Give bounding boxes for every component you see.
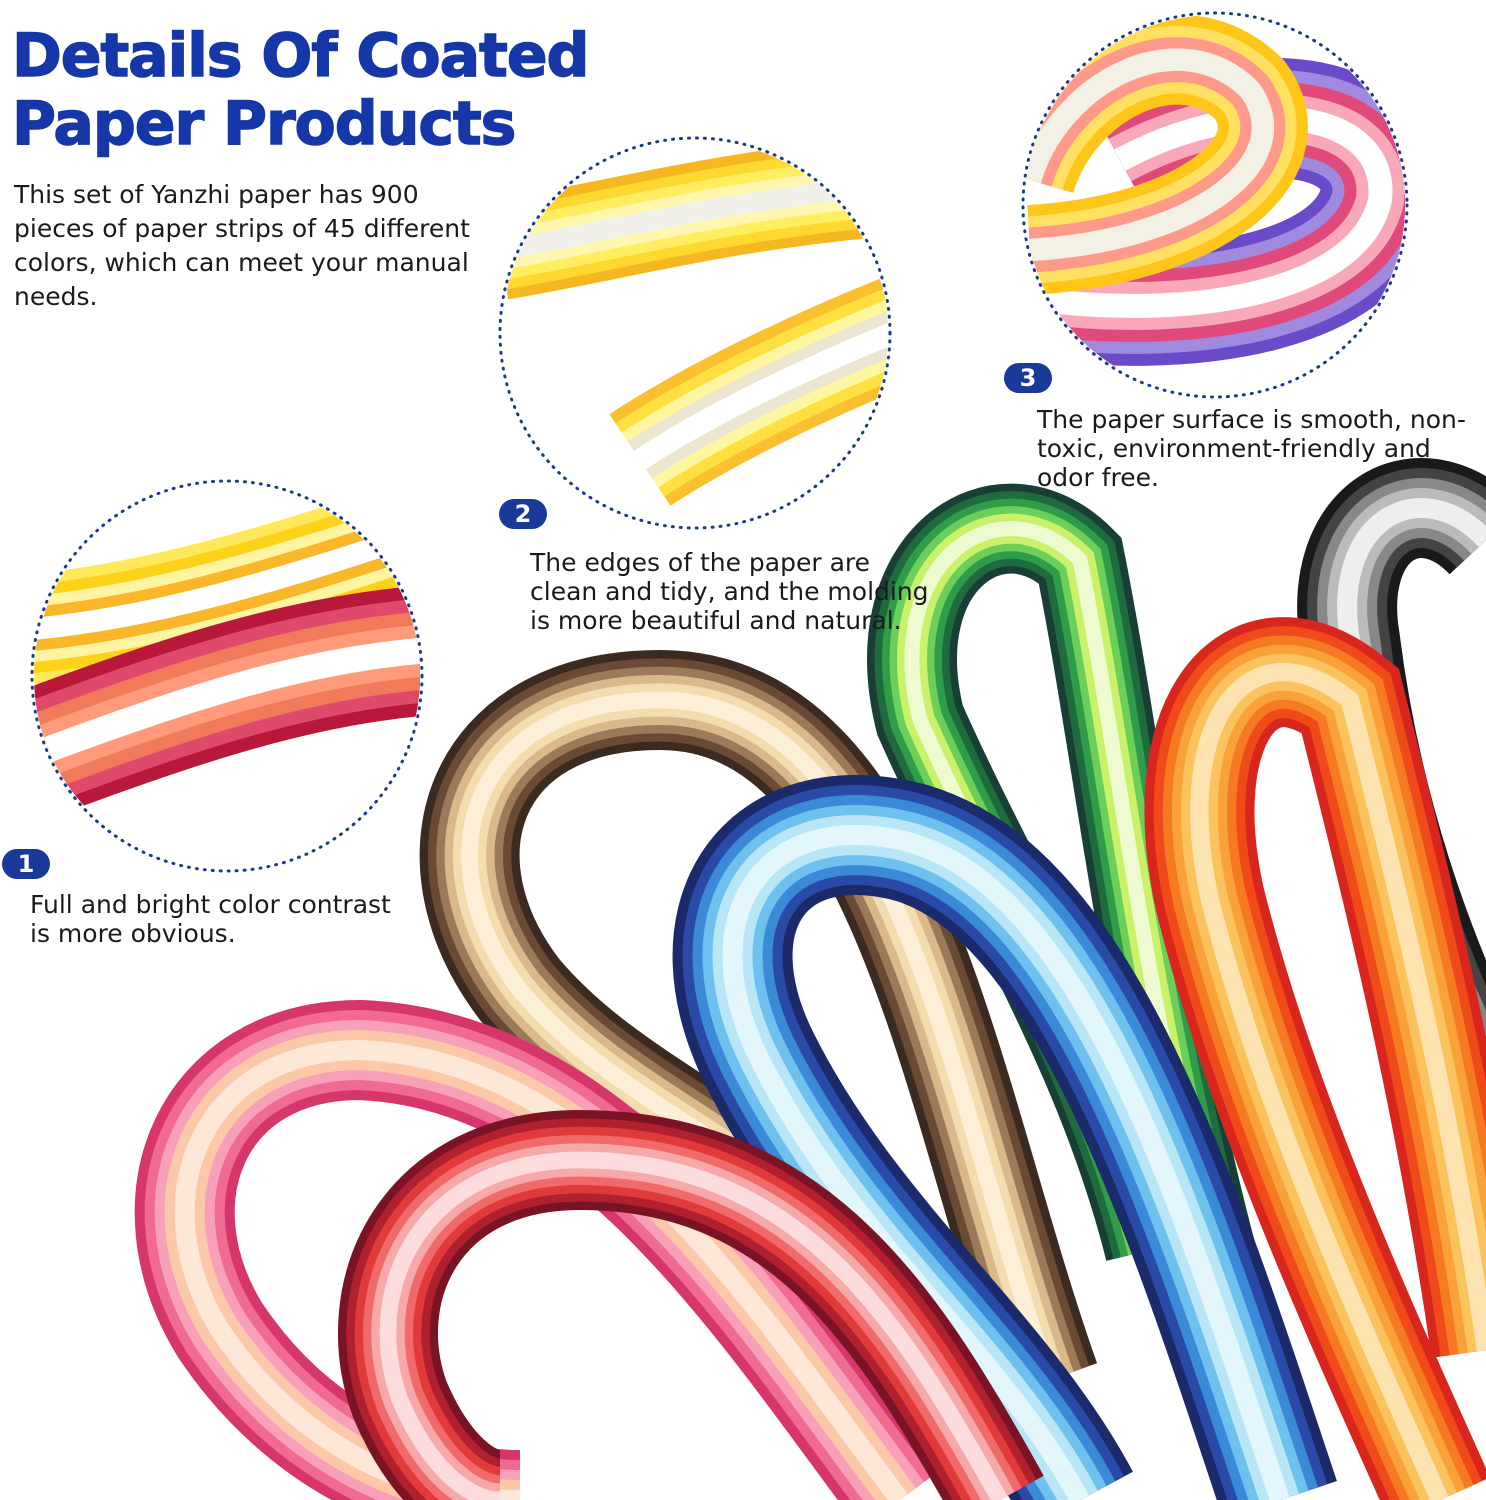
detail-circle-3 xyxy=(1021,11,1409,399)
caption-3: The paper surface is smooth, non-toxic, … xyxy=(1037,405,1466,492)
intro-text: This set of Yanzhi paper has 900 pieces … xyxy=(14,180,470,311)
strip-loop-pink xyxy=(174,1039,909,1500)
page-title: Details Of Coated Paper Products xyxy=(11,21,590,159)
badge-1: 1 xyxy=(2,849,50,879)
detail-circle-1 xyxy=(30,479,424,873)
strip-detail-lower xyxy=(633,319,888,470)
strip-loop-red xyxy=(379,1151,1008,1500)
strip-detail-yellow xyxy=(34,519,420,641)
caption-2: The edges of the paper are clean and tid… xyxy=(530,548,929,635)
detail-circle-2 xyxy=(498,136,892,530)
strip-loop-orange xyxy=(1190,662,1486,1500)
caption-1: Full and bright color contrast is more o… xyxy=(30,890,391,948)
strip-detail-red xyxy=(34,637,420,773)
badge-3: 3 xyxy=(1004,363,1052,393)
badge-2: 2 xyxy=(499,499,547,529)
strip-detail-yellow xyxy=(1025,48,1274,262)
